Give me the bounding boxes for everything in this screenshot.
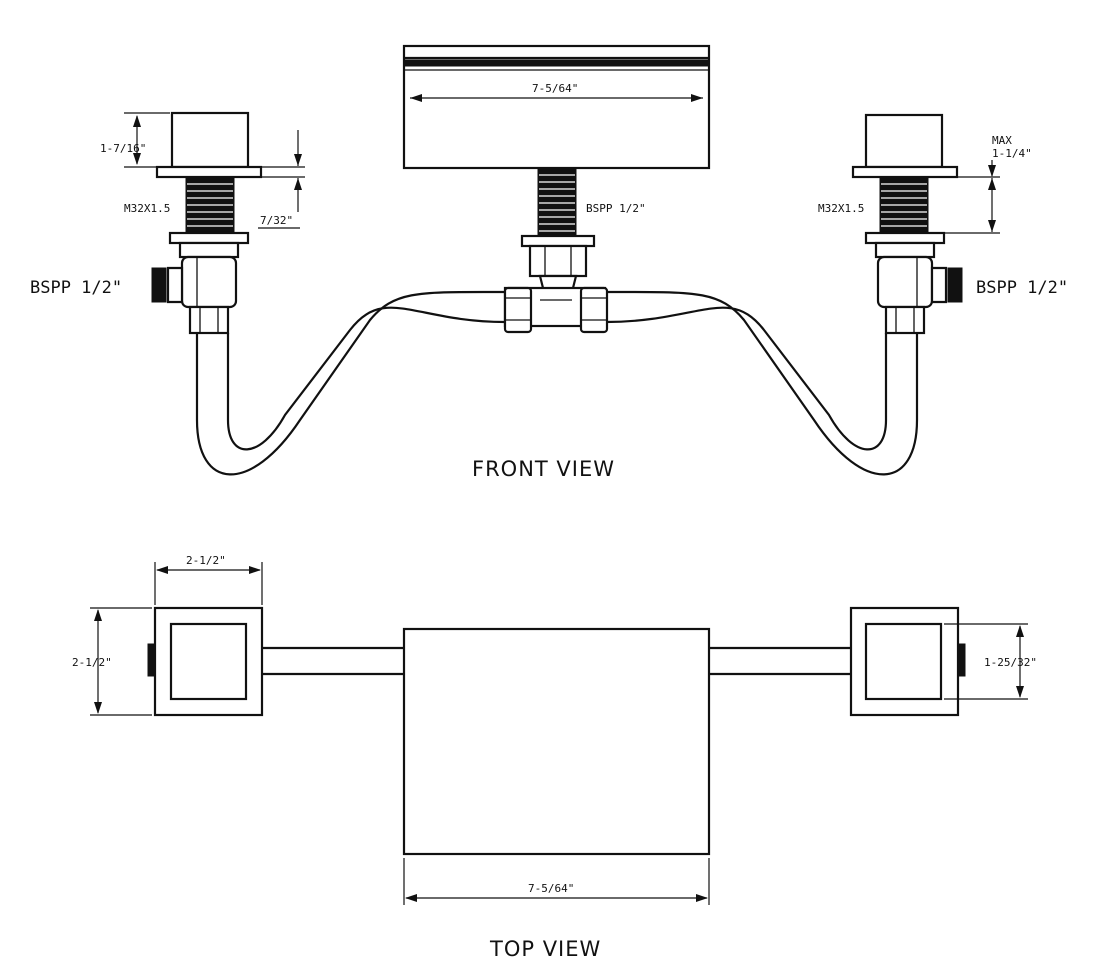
label-top-handle-depth: 2-1/2": [72, 656, 112, 669]
label-right-max: MAX: [992, 134, 1012, 147]
label-right-inlet: BSPP 1/2": [976, 278, 1068, 298]
front-view: 7-5/64" BSPP 1/2": [30, 44, 1068, 481]
top-pipe-left: [262, 646, 404, 676]
hose-right: [605, 290, 919, 476]
top-right-handle: [849, 606, 966, 717]
label-spout-width: 7-5/64": [532, 82, 578, 95]
label-left-handle-height: 1-7/16": [100, 142, 146, 155]
front-view-title: FRONT VIEW: [472, 457, 615, 481]
label-top-inner-size: 1-25/32": [984, 656, 1037, 669]
right-valve: [851, 113, 963, 335]
dim-top-handle-width: [154, 562, 263, 605]
label-left-gap: 7/32": [260, 214, 293, 227]
label-top-handle-width: 2-1/2": [186, 554, 226, 567]
dim-left-handle-height: [124, 112, 170, 168]
label-left-inlet: BSPP 1/2": [30, 278, 122, 298]
tee-fitting: [503, 286, 609, 334]
label-left-thread: M32X1.5: [124, 202, 170, 215]
dim-left-gap: [258, 130, 305, 229]
top-pipe-right: [709, 646, 850, 676]
center-shank: [520, 167, 596, 302]
dim-top-inner-size: [944, 623, 1028, 700]
top-view: 2-1/2" 2-1/2" 1-25/32" 7-5/64": [72, 554, 1037, 961]
label-top-spout-width: 7-5/64": [528, 882, 574, 895]
dim-right-max: [945, 160, 1000, 234]
top-left-handle: [147, 606, 264, 717]
label-right-max-value: 1-1/4": [992, 147, 1032, 160]
left-valve: [151, 111, 263, 335]
label-center-inlet: BSPP 1/2": [586, 202, 646, 215]
top-view-title: TOP VIEW: [489, 937, 601, 961]
dim-top-handle-depth: [90, 607, 152, 716]
dim-top-spout-width: [403, 858, 710, 905]
top-spout-body: [402, 627, 711, 856]
spout-body: [402, 44, 711, 170]
hose-left: [195, 290, 506, 476]
label-right-thread: M32X1.5: [818, 202, 864, 215]
dim-spout-width: [410, 94, 703, 102]
